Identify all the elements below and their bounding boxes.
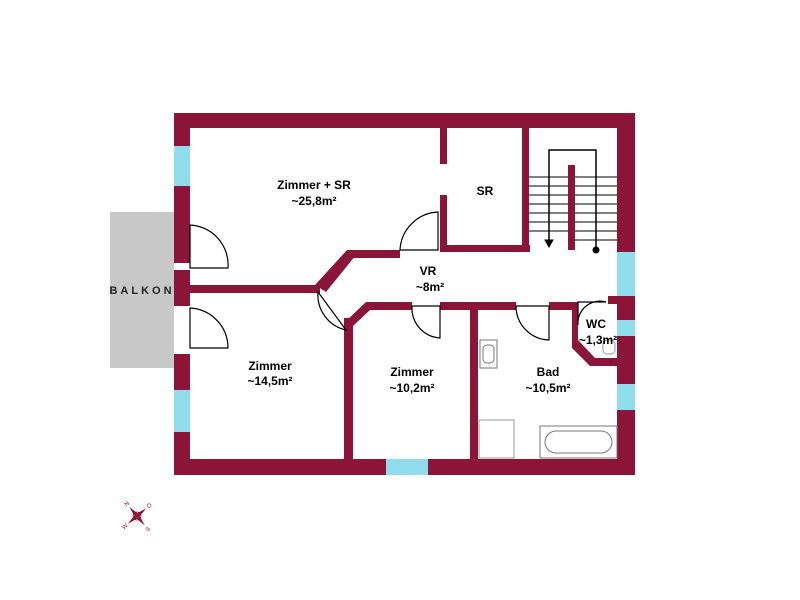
interior-walls xyxy=(190,128,617,459)
room-name-sr: SR xyxy=(477,184,494,198)
toilet-icon xyxy=(602,339,616,355)
compass-east: O xyxy=(146,502,154,510)
balcony-area xyxy=(110,212,174,368)
room-area-wc: ~1,3m² xyxy=(579,333,617,347)
room-name-bad: Bad xyxy=(537,365,560,379)
compass-south: S xyxy=(145,526,152,533)
doors xyxy=(189,211,607,349)
sink-icon xyxy=(479,339,498,369)
compass-west: W xyxy=(121,523,129,531)
room-area-zimmer-mid: ~10,2m² xyxy=(389,381,434,395)
staircase-icon xyxy=(529,149,617,254)
room-name-zimmer-mid: Zimmer xyxy=(390,365,434,379)
room-area-bad: ~10,5m² xyxy=(525,381,570,395)
room-area-zimmer-left: ~14,5m² xyxy=(247,374,292,388)
room-name-vr: VR xyxy=(420,264,437,278)
room-labels: Zimmer + SR ~25,8m² SR VR ~8m² Zimmer ~1… xyxy=(247,178,617,395)
compass-rose-icon: N S W O xyxy=(121,501,154,534)
balcony-label: BALKON xyxy=(109,285,174,297)
room-area-vr: ~8m² xyxy=(416,280,444,294)
exterior-walls xyxy=(174,113,635,475)
shower-tray-icon xyxy=(478,419,515,459)
room-area-zimmer-sr: ~25,8m² xyxy=(291,194,336,208)
windows xyxy=(174,146,635,475)
room-name-wc: WC xyxy=(586,317,606,331)
bathtub-icon xyxy=(539,425,618,459)
room-name-zimmer-left: Zimmer xyxy=(248,359,292,373)
compass-north: N xyxy=(124,501,131,508)
room-name-zimmer-sr: Zimmer + SR xyxy=(277,178,351,192)
